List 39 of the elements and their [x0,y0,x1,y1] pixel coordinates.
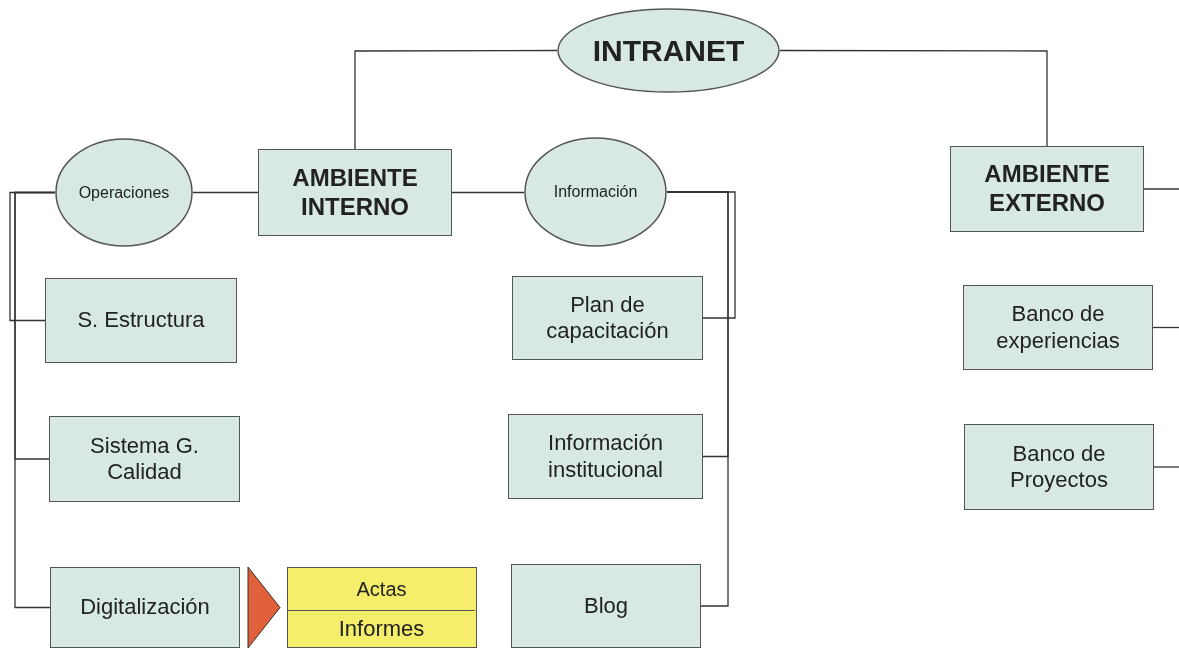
process-box [50,567,240,648]
connector-line [1152,326,1179,329]
process-box [511,564,701,648]
node-label: Digitalización [79,594,211,621]
document-list-box [287,567,477,648]
node-label: Información [552,182,639,202]
node-label: Información institucional [547,430,664,483]
list-item: Actas [288,568,475,610]
list-item: Informes [288,610,475,646]
process-box [512,276,703,360]
ellipse-node [557,8,780,93]
node-label: S. Estructura [76,307,206,334]
connector-line [1153,466,1179,468]
connector-line [666,191,729,607]
connector-line [14,191,56,609]
process-box [508,414,703,499]
connector-line [1143,188,1179,190]
connector-line [354,49,558,150]
chevron-arrow [247,566,281,649]
node-label: Blog [582,592,629,620]
connector-line [779,49,1048,147]
ellipse-node [55,138,193,247]
process-box [258,149,452,236]
process-box [45,278,237,363]
process-box [950,146,1144,232]
node-label: Sistema G. Calidad [89,432,200,486]
connector-line [192,191,259,194]
connector-line [451,191,525,194]
node-label: Banco de experiencias [995,301,1121,354]
node-label: Plan de capacitación [545,291,670,345]
node-label: AMBIENTE EXTERNO [983,160,1111,218]
process-box [963,285,1153,370]
node-label: Operaciones [77,182,171,203]
ellipse-node [524,137,667,247]
process-box [964,424,1154,510]
node-label: Banco de Proyectos [1009,440,1109,494]
node-label: AMBIENTE INTERNO [291,163,419,222]
node-label: INTRANET [591,32,746,69]
process-box [49,416,240,502]
